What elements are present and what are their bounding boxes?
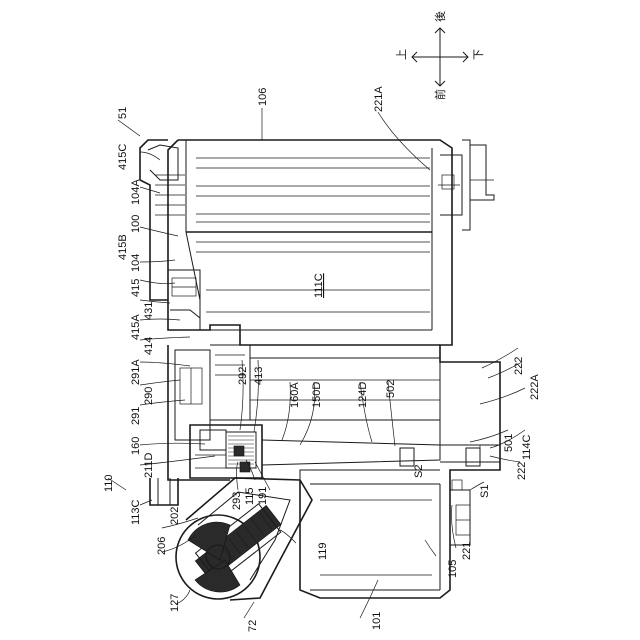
label-115: 115	[244, 487, 256, 505]
label-191: 191	[257, 487, 269, 505]
label-414: 414	[143, 337, 155, 355]
label-211D: 211D	[143, 452, 155, 478]
label-110: 110	[103, 474, 115, 492]
label-160A: 160A	[289, 382, 301, 408]
middle-tank	[250, 345, 500, 466]
label-222-bottom: 222	[516, 462, 528, 480]
label-202: 202	[169, 507, 181, 525]
label-101: 101	[371, 612, 383, 630]
label-290: 290	[143, 387, 155, 405]
label-127: 127	[169, 594, 181, 612]
housing-outline	[168, 140, 500, 462]
label-415: 415	[130, 279, 142, 297]
label-413: 413	[253, 367, 265, 385]
direction-indicator: 上 下 後 前	[395, 11, 485, 100]
label-291: 291	[130, 407, 142, 425]
label-111C: 111C	[313, 273, 325, 298]
direction-front-label: 前	[433, 89, 447, 100]
label-113C: 113C	[130, 499, 142, 525]
label-S2: S2	[413, 465, 425, 478]
lower-tank	[300, 462, 500, 598]
label-431: 431	[143, 302, 155, 320]
label-72: 72	[247, 620, 259, 632]
label-221: 221	[461, 542, 473, 560]
label-106: 106	[257, 88, 269, 106]
label-221A: 221A	[373, 86, 385, 112]
label-415A: 415A	[130, 314, 142, 340]
front-panel	[140, 140, 250, 480]
label-51: 51	[117, 107, 129, 119]
label-104A: 104A	[130, 179, 142, 205]
direction-rear-label: 後	[433, 11, 447, 22]
label-150D: 150D	[311, 382, 323, 408]
label-292: 292	[237, 367, 249, 385]
label-160: 160	[130, 437, 142, 455]
label-415B: 415B	[117, 234, 129, 260]
label-502: 502	[385, 380, 397, 398]
label-415C: 415C	[117, 144, 129, 170]
label-293: 293	[231, 492, 243, 510]
label-222-top: 222	[513, 357, 525, 375]
label-124D: 124D	[357, 382, 369, 408]
direction-down-label: 下	[472, 49, 485, 60]
direction-up-label: 上	[395, 49, 408, 60]
label-119: 119	[317, 542, 329, 560]
label-206: 206	[156, 537, 168, 555]
label-105: 105	[447, 560, 459, 578]
label-104: 104	[130, 254, 142, 272]
label-222A: 222A	[529, 374, 541, 400]
label-501: 501	[503, 434, 515, 452]
label-114C: 114C	[521, 434, 533, 460]
label-S1: S1	[479, 485, 491, 498]
label-291A: 291A	[130, 359, 142, 385]
label-100: 100	[130, 215, 142, 233]
